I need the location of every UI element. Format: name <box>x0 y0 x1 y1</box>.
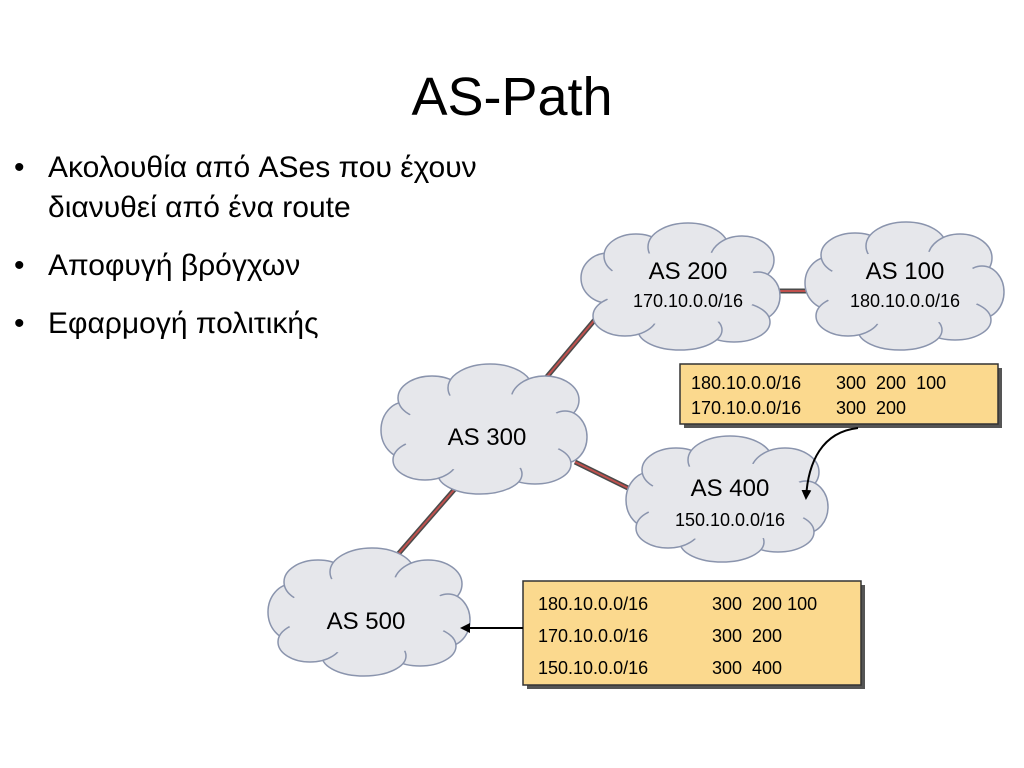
node-name: AS 300 <box>448 424 527 451</box>
route-prefix: 180.10.0.0/16 <box>538 594 648 614</box>
route-as-path: 300 200 100 <box>712 594 817 614</box>
cloud-icon <box>380 363 588 495</box>
table-box <box>522 580 862 686</box>
node-name: AS 200 <box>649 258 728 285</box>
route-as-path: 300 200 <box>836 398 906 418</box>
link-as300-as400 <box>573 459 634 493</box>
node-prefix: 170.10.0.0/16 <box>633 291 743 311</box>
cloud-as200: AS 200 170.10.0.0/16 <box>580 222 781 351</box>
route-prefix: 170.10.0.0/16 <box>691 398 801 418</box>
cloud-as300: AS 300 <box>380 363 588 495</box>
table-box <box>679 363 999 425</box>
node-prefix: 150.10.0.0/16 <box>675 510 785 530</box>
cloud-as400: AS 400 150.10.0.0/16 <box>625 435 829 563</box>
bullet-text: Εφαρμογή πολιτικής <box>48 307 319 340</box>
bullet-text: Αποφυγή βρόγχων <box>48 249 301 282</box>
bullet-text: Ακολουθία από ASes που έχουν διανυθεί απ… <box>48 151 477 224</box>
arrow-icon <box>801 427 859 500</box>
node-name: AS 400 <box>691 475 770 502</box>
cloud-icon <box>625 435 829 563</box>
slide-title: AS-Path <box>411 67 613 127</box>
bullet-list: • Ακολουθία από ASes που έχουν διανυθεί α… <box>14 148 484 362</box>
bullet-dot-icon: • <box>14 151 25 184</box>
routing-table-as500: 180.10.0.0/16 300 200 100 170.10.0.0/16 … <box>522 580 865 689</box>
cloud-as500: AS 500 <box>267 547 471 677</box>
route-as-path: 300 200 <box>712 626 782 646</box>
route-prefix: 180.10.0.0/16 <box>691 373 801 393</box>
node-name: AS 500 <box>327 608 406 635</box>
bullet-dot-icon: • <box>14 249 25 282</box>
node-prefix: 180.10.0.0/16 <box>850 291 960 311</box>
cloud-icon <box>804 221 1005 351</box>
cloud-as100: AS 100 180.10.0.0/16 <box>804 221 1005 351</box>
bullet-item: • Ακολουθία από ASes που έχουν διανυθεί α… <box>14 148 484 228</box>
link-as300-as200 <box>538 308 605 387</box>
node-name: AS 100 <box>866 258 945 285</box>
route-prefix: 170.10.0.0/16 <box>538 626 648 646</box>
bullet-item: • Εφαρμογή πολιτικής <box>14 304 484 344</box>
link-as300-as500 <box>391 481 462 562</box>
bullet-item: • Αποφυγή βρόγχων <box>14 246 484 286</box>
routing-table-as400: 180.10.0.0/16 300 200 100 170.10.0.0/16 … <box>679 363 1002 428</box>
bullet-dot-icon: • <box>14 307 25 340</box>
route-prefix: 150.10.0.0/16 <box>538 658 648 678</box>
route-as-path: 300 200 100 <box>836 373 946 393</box>
route-as-path: 300 400 <box>712 658 782 678</box>
cloud-icon <box>267 547 471 677</box>
cloud-icon <box>580 222 781 351</box>
